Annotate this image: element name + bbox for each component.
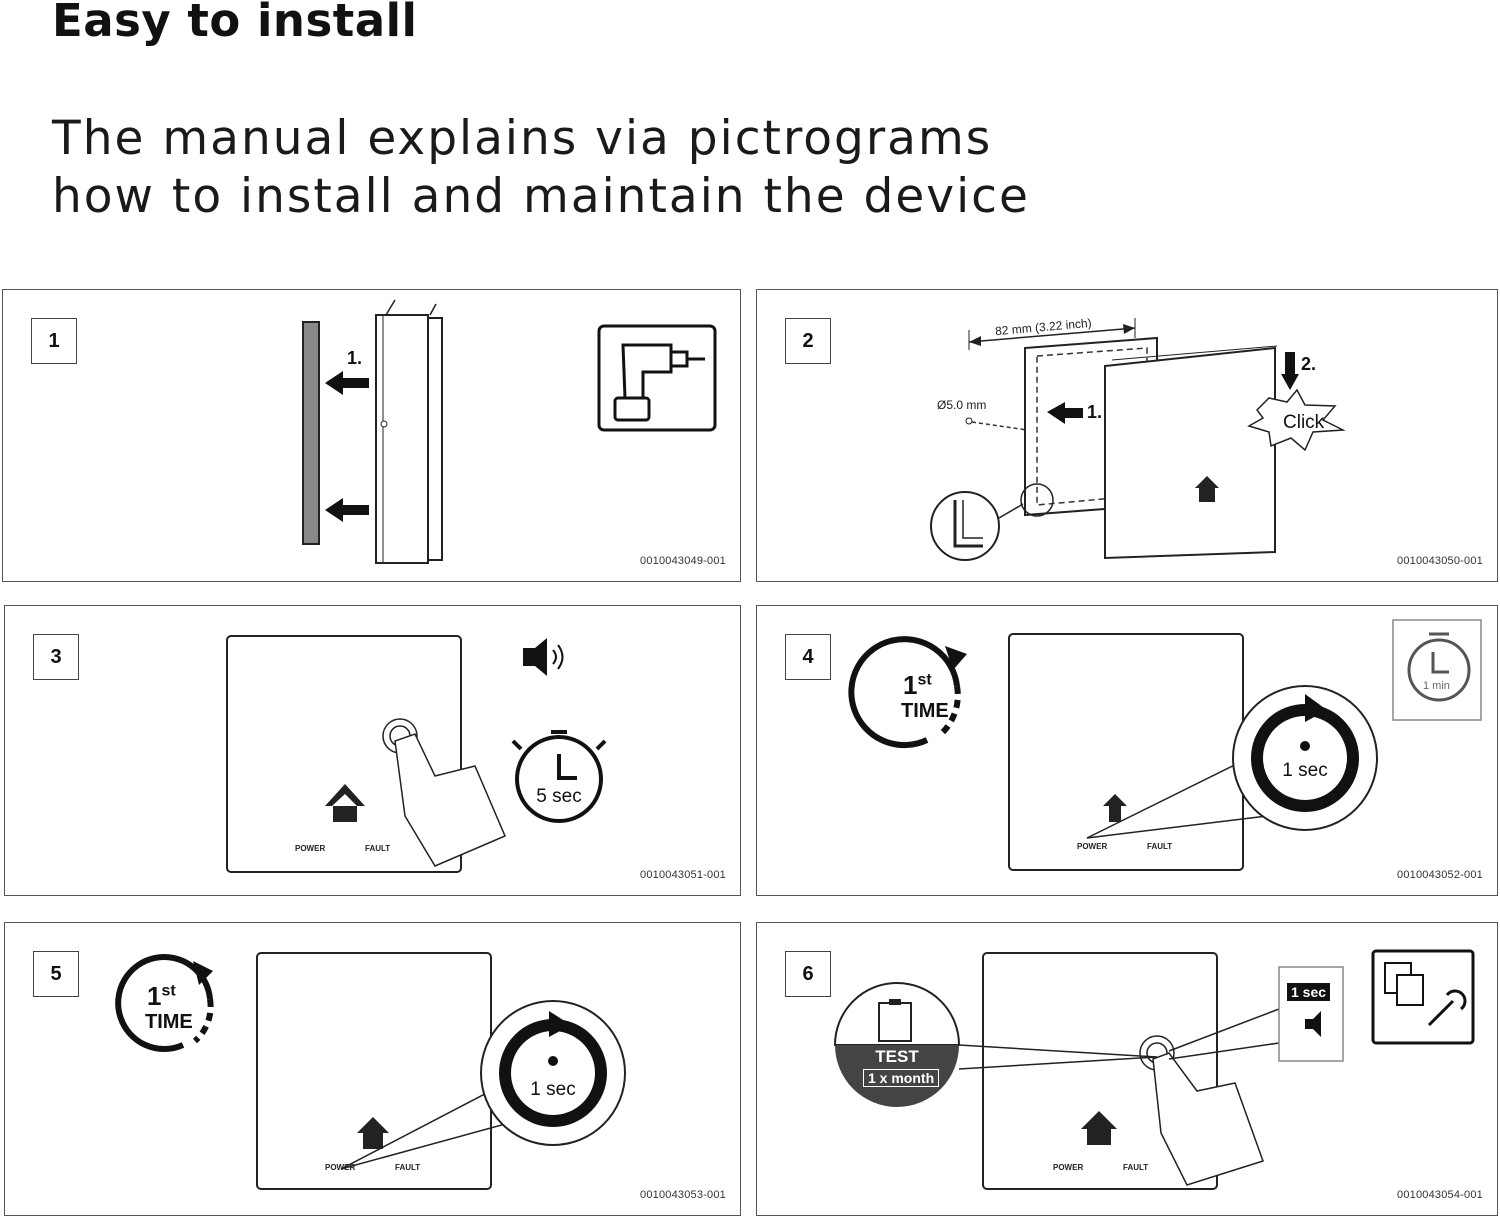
press-duration: 1 sec: [1287, 983, 1331, 1001]
step-number: 5: [33, 951, 79, 997]
page-title: Easy to install: [52, 0, 418, 47]
step-number: 4: [785, 634, 831, 680]
mounting-plate-illustration: [930, 318, 1346, 561]
first-digit: 1: [147, 981, 162, 1011]
power-label: POWER: [1077, 842, 1108, 851]
first-time-illustration: [848, 619, 1482, 871]
step-panel-3: 3 POWER FAULT 5 sec 0010043051-001: [4, 605, 741, 896]
fault-label: FAULT: [1147, 842, 1173, 851]
blink-duration: 1 sec: [530, 1079, 576, 1100]
first-suffix: st: [161, 982, 176, 1000]
first-suffix: st: [917, 671, 932, 689]
step-panel-1: 1 1. 0010043049-001: [2, 289, 741, 582]
step-panel-6: 6 TEST 1 x month 1 sec POWER FAULT 00100…: [756, 922, 1498, 1216]
step-label: 1.: [347, 348, 363, 368]
first-label: 1st: [147, 983, 176, 1009]
figure-code: 0010043053-001: [640, 1189, 726, 1201]
figure-code: 0010043052-001: [1397, 869, 1483, 881]
first-digit: 1: [903, 670, 918, 700]
power-label: POWER: [295, 844, 326, 853]
fault-label: FAULT: [365, 844, 391, 853]
step-number: 3: [33, 634, 79, 680]
subtitle-line-2: how to install and maintain the device: [52, 169, 1030, 224]
mounting-illustration: [302, 299, 443, 564]
step-number: 6: [785, 951, 831, 997]
drill-icon: [597, 324, 717, 432]
frequency-label: 1 x month: [863, 1069, 940, 1087]
time-label: TIME: [145, 1011, 193, 1033]
subtitle-line-1: The manual explains via pictrograms: [52, 111, 993, 166]
test-label: TEST: [875, 1047, 919, 1066]
press-button-illustration: [226, 635, 607, 873]
click-label: Click: [1283, 412, 1325, 433]
step-panel-2: 2 82 mm (3.22 inch) Ø5.0 mm 1. 2. Click …: [756, 289, 1498, 582]
step-panel-4: 4 1st TIME POWER FAULT 1 sec 1 min 00100…: [756, 605, 1498, 896]
figure-code: 0010043051-001: [640, 869, 726, 881]
time-label: TIME: [901, 700, 949, 722]
figure-code: 0010043050-001: [1397, 555, 1483, 567]
first-time-blink-illustration: [115, 952, 626, 1190]
first-label: 1st: [903, 672, 932, 698]
test-illustration: [833, 949, 1475, 1190]
step-label-1: 1.: [1087, 402, 1103, 422]
step-label-2: 2.: [1301, 354, 1317, 374]
fault-label: FAULT: [1123, 1163, 1149, 1172]
drill-size: Ø5.0 mm: [937, 398, 987, 412]
timer-label: 5 sec: [536, 786, 582, 807]
power-label: POWER: [1053, 1163, 1084, 1172]
power-label: POWER: [325, 1163, 356, 1172]
fault-label: FAULT: [395, 1163, 421, 1172]
figure-code: 0010043054-001: [1397, 1189, 1483, 1201]
blink-duration: 1 sec: [1282, 760, 1328, 781]
step-number: 2: [785, 318, 831, 364]
step-panel-5: 5 1st TIME POWER FAULT 1 sec 0010043053-…: [4, 922, 741, 1216]
wait-duration: 1 min: [1423, 680, 1450, 692]
figure-code: 0010043049-001: [640, 555, 726, 567]
step-number: 1: [31, 318, 77, 364]
